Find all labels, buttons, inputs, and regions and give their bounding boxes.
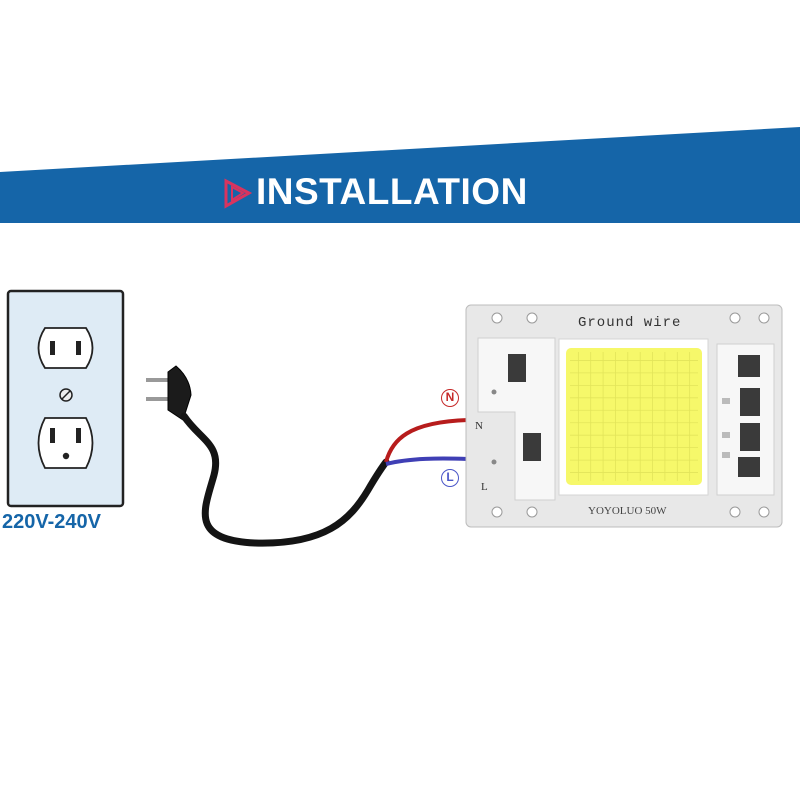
driver-chip xyxy=(523,433,541,461)
power-plug xyxy=(146,365,192,421)
ground-wire-label: Ground wire xyxy=(578,315,682,331)
wall-outlet xyxy=(6,289,125,508)
banner-background xyxy=(0,127,800,223)
mount-hole xyxy=(526,506,538,518)
neutral-terminal-mark: N xyxy=(475,420,483,432)
mount-hole xyxy=(729,312,741,324)
center-screw-icon xyxy=(59,388,73,402)
neutral-badge: N xyxy=(441,389,459,407)
cob-led-module xyxy=(465,304,783,528)
neutral-wire xyxy=(384,418,469,463)
mount-hole xyxy=(491,506,503,518)
lower-socket xyxy=(37,417,94,469)
live-wire xyxy=(385,456,469,466)
power-cord xyxy=(180,412,390,547)
mount-hole xyxy=(758,312,770,324)
mount-hole xyxy=(491,312,503,324)
mount-hole xyxy=(526,312,538,324)
led-chip xyxy=(566,348,702,485)
voltage-label: 220V-240V xyxy=(2,511,101,533)
driver-chip xyxy=(740,423,760,451)
play-arrow-icon xyxy=(224,178,253,209)
driver-chip xyxy=(740,388,760,416)
installation-banner xyxy=(0,127,800,223)
mount-hole xyxy=(729,506,741,518)
driver-chip xyxy=(738,457,760,477)
model-label: YOYOLUO 50W xyxy=(588,505,667,517)
mount-hole xyxy=(758,506,770,518)
upper-socket xyxy=(37,327,94,369)
banner-title: INSTALLATION xyxy=(256,171,528,212)
live-badge: L xyxy=(441,469,459,487)
driver-chip xyxy=(508,354,526,382)
driver-chip xyxy=(738,355,760,377)
led-grid xyxy=(570,352,698,481)
live-terminal-mark: L xyxy=(481,481,488,493)
